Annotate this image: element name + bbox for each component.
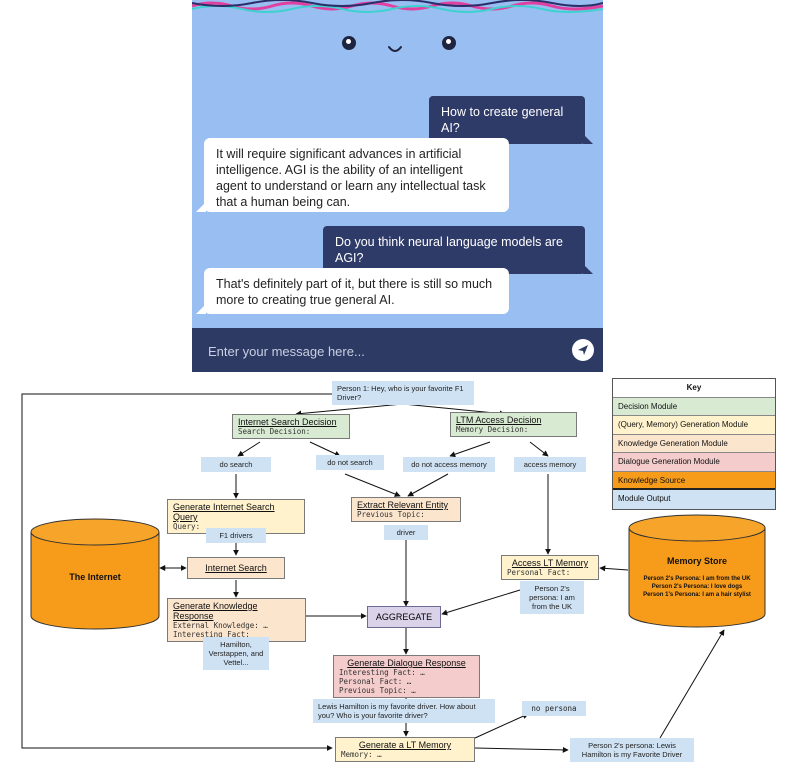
new-memory-output: Person 2's persona: Lewis Hamilton is my… [570,738,694,762]
node-title: Generate a LT Memory [358,740,452,750]
query-output: F1 drivers [206,528,266,543]
extract-entity-node: Extract Relevant Entity Previous Topic: [351,497,461,522]
entity-output: driver [384,525,428,540]
internet-search-decision-node: Internet Search Decision Search Decision… [232,414,350,439]
node-field: External Knowledge: … [173,621,268,630]
user-message: How to create general AI? [429,96,593,144]
memory-store-label: Memory Store [666,556,728,566]
generate-lt-memory-node: Generate a LT Memory Memory: … [335,737,475,762]
key-item-dialogue-gen: Dialogue Generation Module [613,453,775,472]
send-button[interactable] [572,339,594,361]
node-title: Access LT Memory [511,558,589,568]
access-lt-memory-node: Access LT Memory Personal Fact: [501,555,599,580]
node-title: Generate Dialogue Response [347,658,466,668]
node-field: Memory: … [341,750,382,759]
smile [388,46,402,52]
chat-window: How to create general AI? It will requir… [192,0,603,372]
left-eye [342,36,356,50]
input-message: Person 1: Hey, who is your favorite F1 D… [332,381,474,405]
node-title: Internet Search [205,563,267,573]
node-field: Search Decision: [238,427,311,436]
no-persona-output: no persona [522,701,586,716]
user-message: Do you think neural language models are … [323,226,593,274]
generate-dialogue-response-node: Generate Dialogue Response Interesting F… [333,655,480,698]
bot-message: That's definitely part of it, but there … [196,268,509,314]
memory-entry: Person 2's Persona: I love dogs [651,584,743,590]
do-not-search-output: do not search [316,455,384,470]
node-field: Query: [173,522,201,531]
key-item-knowledge-source: Knowledge Source [613,471,775,490]
dialogue-output: Lewis Hamilton is my favorite driver. Ho… [313,699,495,723]
memory-store-knowledge-source: Memory Store Person 2's Persona: I am fr… [628,514,766,628]
node-field: Interesting Fact: … [339,668,425,677]
wave-decoration [192,0,603,13]
key-item-generation: (Query, Memory) Generation Module [613,416,775,435]
node-field: Previous Topic: … [339,686,416,695]
aggregate-node: AGGREGATE [367,606,441,628]
ltm-access-decision-node: LTM Access Decision Memory Decision: [450,412,577,437]
internet-knowledge-source: The Internet [30,518,160,630]
generate-knowledge-response-node: Generate Knowledge Response External Kno… [167,598,306,642]
node-field: Personal Fact: … [339,677,412,686]
internet-label: The Internet [69,572,121,582]
message-input-bar [192,328,603,372]
memory-entry: Person 1's Persona: I am a hair stylist [643,592,751,598]
internet-search-node: Internet Search [187,557,285,579]
node-title: Internet Search Decision [238,417,337,427]
node-title: Generate Internet Search Query [173,502,275,522]
key-item-module-output: Module Output [613,490,775,509]
persona-output: Person 2's persona: I am from the UK [520,581,584,614]
send-icon [578,345,588,355]
do-not-access-memory-output: do not access memory [403,457,495,472]
bot-message: It will require significant advances in … [196,138,509,212]
node-field: Interesting Fact: [173,630,250,639]
message-input[interactable] [206,339,550,363]
key-title: Key [613,379,775,398]
right-eye [442,36,456,50]
database-icon [30,518,160,630]
legend-key: Key Decision Module (Query, Memory) Gene… [612,378,776,510]
knowledge-output: Hamilton, Verstappen, and Vettel... [203,637,269,670]
node-title: Generate Knowledge Response [173,601,258,621]
generate-search-query-node: Generate Internet Search Query Query: [167,499,305,534]
key-item-knowledge-gen: Knowledge Generation Module [613,434,775,453]
database-icon [628,514,766,628]
node-field: Memory Decision: [456,425,529,434]
node-title: LTM Access Decision [456,415,542,425]
do-search-output: do search [201,457,271,472]
node-title: Extract Relevant Entity [357,500,449,510]
node-field: Previous Topic: [357,510,425,519]
memory-entry: Person 2's Persona: I am from the UK [643,576,751,582]
key-item-decision: Decision Module [613,397,775,416]
node-field: Personal Fact: [507,568,571,577]
access-memory-output: access memory [514,457,586,472]
